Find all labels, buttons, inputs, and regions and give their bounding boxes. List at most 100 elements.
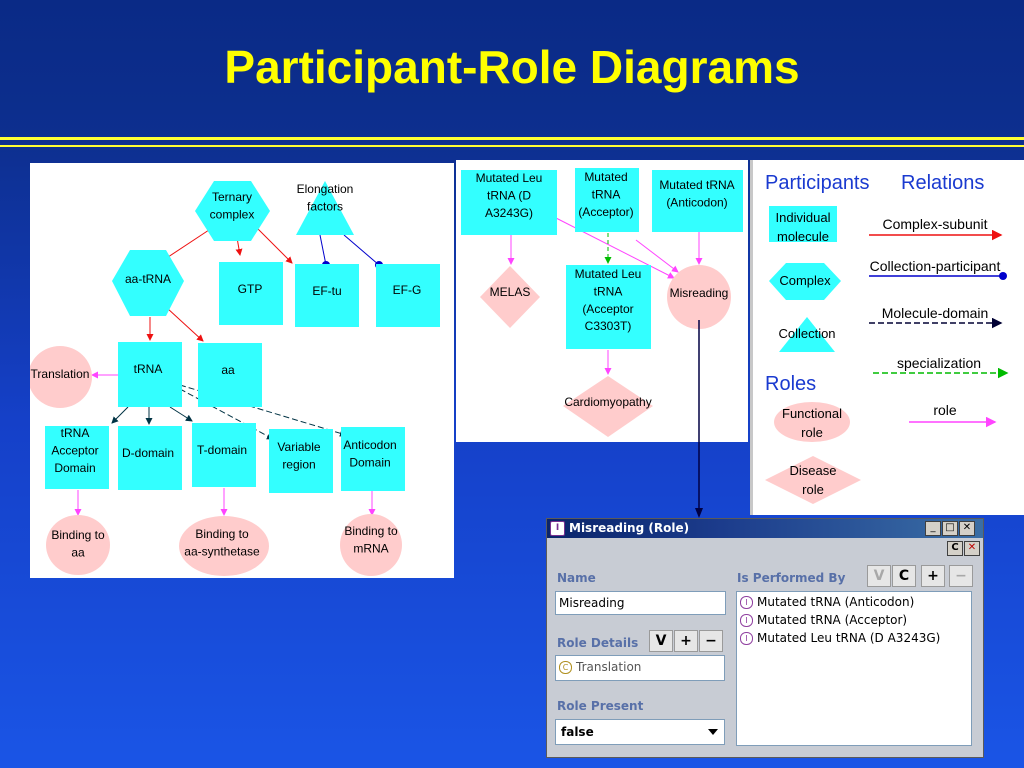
ef-tu-label: EF-tu <box>312 284 341 298</box>
ef-tu-node <box>295 264 359 327</box>
role-details-list[interactable]: C Translation <box>555 655 725 681</box>
binding-mrna-node <box>340 514 402 576</box>
gtp-node <box>219 262 283 325</box>
role-present-value: false <box>561 725 594 739</box>
name-input[interactable]: Misreading <box>555 591 726 615</box>
legend-participants-heading: Participants <box>765 172 870 194</box>
role-details-label: Role Details <box>557 636 639 650</box>
performed-by-add-button[interactable]: + <box>921 565 945 587</box>
name-label: Name <box>557 571 596 585</box>
performed-by-item[interactable]: I Mutated Leu tRNA (D A3243G) <box>740 631 940 645</box>
mutated-trna-acceptor-node <box>575 168 639 232</box>
cardiomyopathy-node <box>563 376 653 437</box>
instance-icon: I <box>740 632 753 645</box>
mutated-leu-c3303t-node <box>566 265 651 349</box>
anticodon-domain-node <box>341 427 405 491</box>
legend-rel-collection-participant-label: Collection-participant <box>870 258 1001 274</box>
translation-node <box>28 346 92 408</box>
melas-node <box>480 266 540 328</box>
class-icon: C <box>559 661 572 674</box>
t-domain-label: T-domain <box>197 443 247 457</box>
instance-icon: I <box>550 521 565 536</box>
legend-disease-role-shape <box>765 456 861 504</box>
trna-label: tRNA <box>134 362 163 376</box>
gtp-label: GTP <box>238 282 263 296</box>
legend-rel-collection-participant-dot <box>999 272 1007 280</box>
aa-node <box>198 343 262 407</box>
cardiomyopathy-label: Cardiomyopathy <box>564 395 651 409</box>
variable-region-node <box>269 429 333 493</box>
instance-icon: I <box>740 596 753 609</box>
role-details-add-button[interactable]: + <box>674 630 698 652</box>
legend-rel-specialization-label: specialization <box>897 355 981 371</box>
performed-by-item-label: Mutated tRNA (Anticodon) <box>757 595 915 609</box>
aa-trna-node <box>112 250 184 316</box>
legend-rel-role-label: role <box>933 402 957 418</box>
ef-g-node <box>376 264 440 327</box>
dialog-title: Misreading (Role) <box>569 521 690 535</box>
small-c-button[interactable]: C <box>947 541 963 556</box>
binding-synthetase-node <box>179 516 269 576</box>
misreading-connector <box>695 320 703 518</box>
misreading-node <box>667 265 731 329</box>
mutated-trna-anticodon-node <box>652 170 743 232</box>
slide-title: Participant-Role Diagrams <box>224 41 800 93</box>
legend-relations-heading: Relations <box>901 172 984 194</box>
d-domain-node <box>118 426 182 490</box>
ternary-complex-node <box>195 181 270 241</box>
legend-rel-molecule-domain-label: Molecule-domain <box>882 305 989 321</box>
legend-collection-shape <box>779 317 835 352</box>
performed-by-item-label: Mutated Leu tRNA (D A3243G) <box>757 631 941 645</box>
legend-collection-label: Collection <box>778 326 835 341</box>
title-rule-bottom <box>0 145 1024 147</box>
performed-by-view-button[interactable]: V <box>867 565 891 587</box>
legend-complex-label: Complex <box>779 273 831 288</box>
performed-by-item-label: Mutated tRNA (Acceptor) <box>757 613 908 627</box>
aa-trna-label: aa-tRNA <box>125 272 171 286</box>
translation-label: Translation <box>31 367 90 381</box>
chevron-down-icon <box>708 729 718 735</box>
legend-complex-shape <box>769 263 841 300</box>
performed-by-remove-button[interactable]: − <box>949 565 973 587</box>
role-present-select[interactable]: false <box>555 719 725 745</box>
role-details-item-label: Translation <box>576 660 642 674</box>
t-domain-node <box>192 423 256 487</box>
performed-by-create-button[interactable]: C <box>892 565 916 587</box>
role-details-view-button[interactable]: V <box>649 630 673 652</box>
trna-node <box>118 342 182 407</box>
close-window-button[interactable]: ✕ <box>959 521 975 536</box>
performed-by-item[interactable]: I Mutated tRNA (Anticodon) <box>740 595 914 609</box>
small-close-button[interactable]: ✕ <box>964 541 980 556</box>
mutated-trna-anticodon-label: Mutated tRNA(Anticodon) <box>659 178 734 209</box>
d-domain-label: D-domain <box>122 446 174 460</box>
mutated-leu-a3243g-node <box>461 170 557 235</box>
role-details-remove-button[interactable]: − <box>699 630 723 652</box>
minimize-button[interactable]: _ <box>925 521 941 536</box>
binding-aa-node <box>46 515 110 575</box>
role-present-label: Role Present <box>557 699 644 713</box>
elongation-factors-node <box>296 181 354 235</box>
misreading-role-dialog: I Misreading (Role) _ □ ✕ C ✕ Name Misre… <box>546 518 984 758</box>
legend-roles-heading: Roles <box>765 373 816 395</box>
dialog-title-bar[interactable]: I Misreading (Role) _ □ ✕ <box>547 519 983 538</box>
maximize-button[interactable]: □ <box>942 521 958 536</box>
role-details-item[interactable]: C Translation <box>559 660 641 674</box>
legend-individual-molecule-shape <box>769 206 837 242</box>
trna-acceptor-domain-node <box>45 426 109 489</box>
